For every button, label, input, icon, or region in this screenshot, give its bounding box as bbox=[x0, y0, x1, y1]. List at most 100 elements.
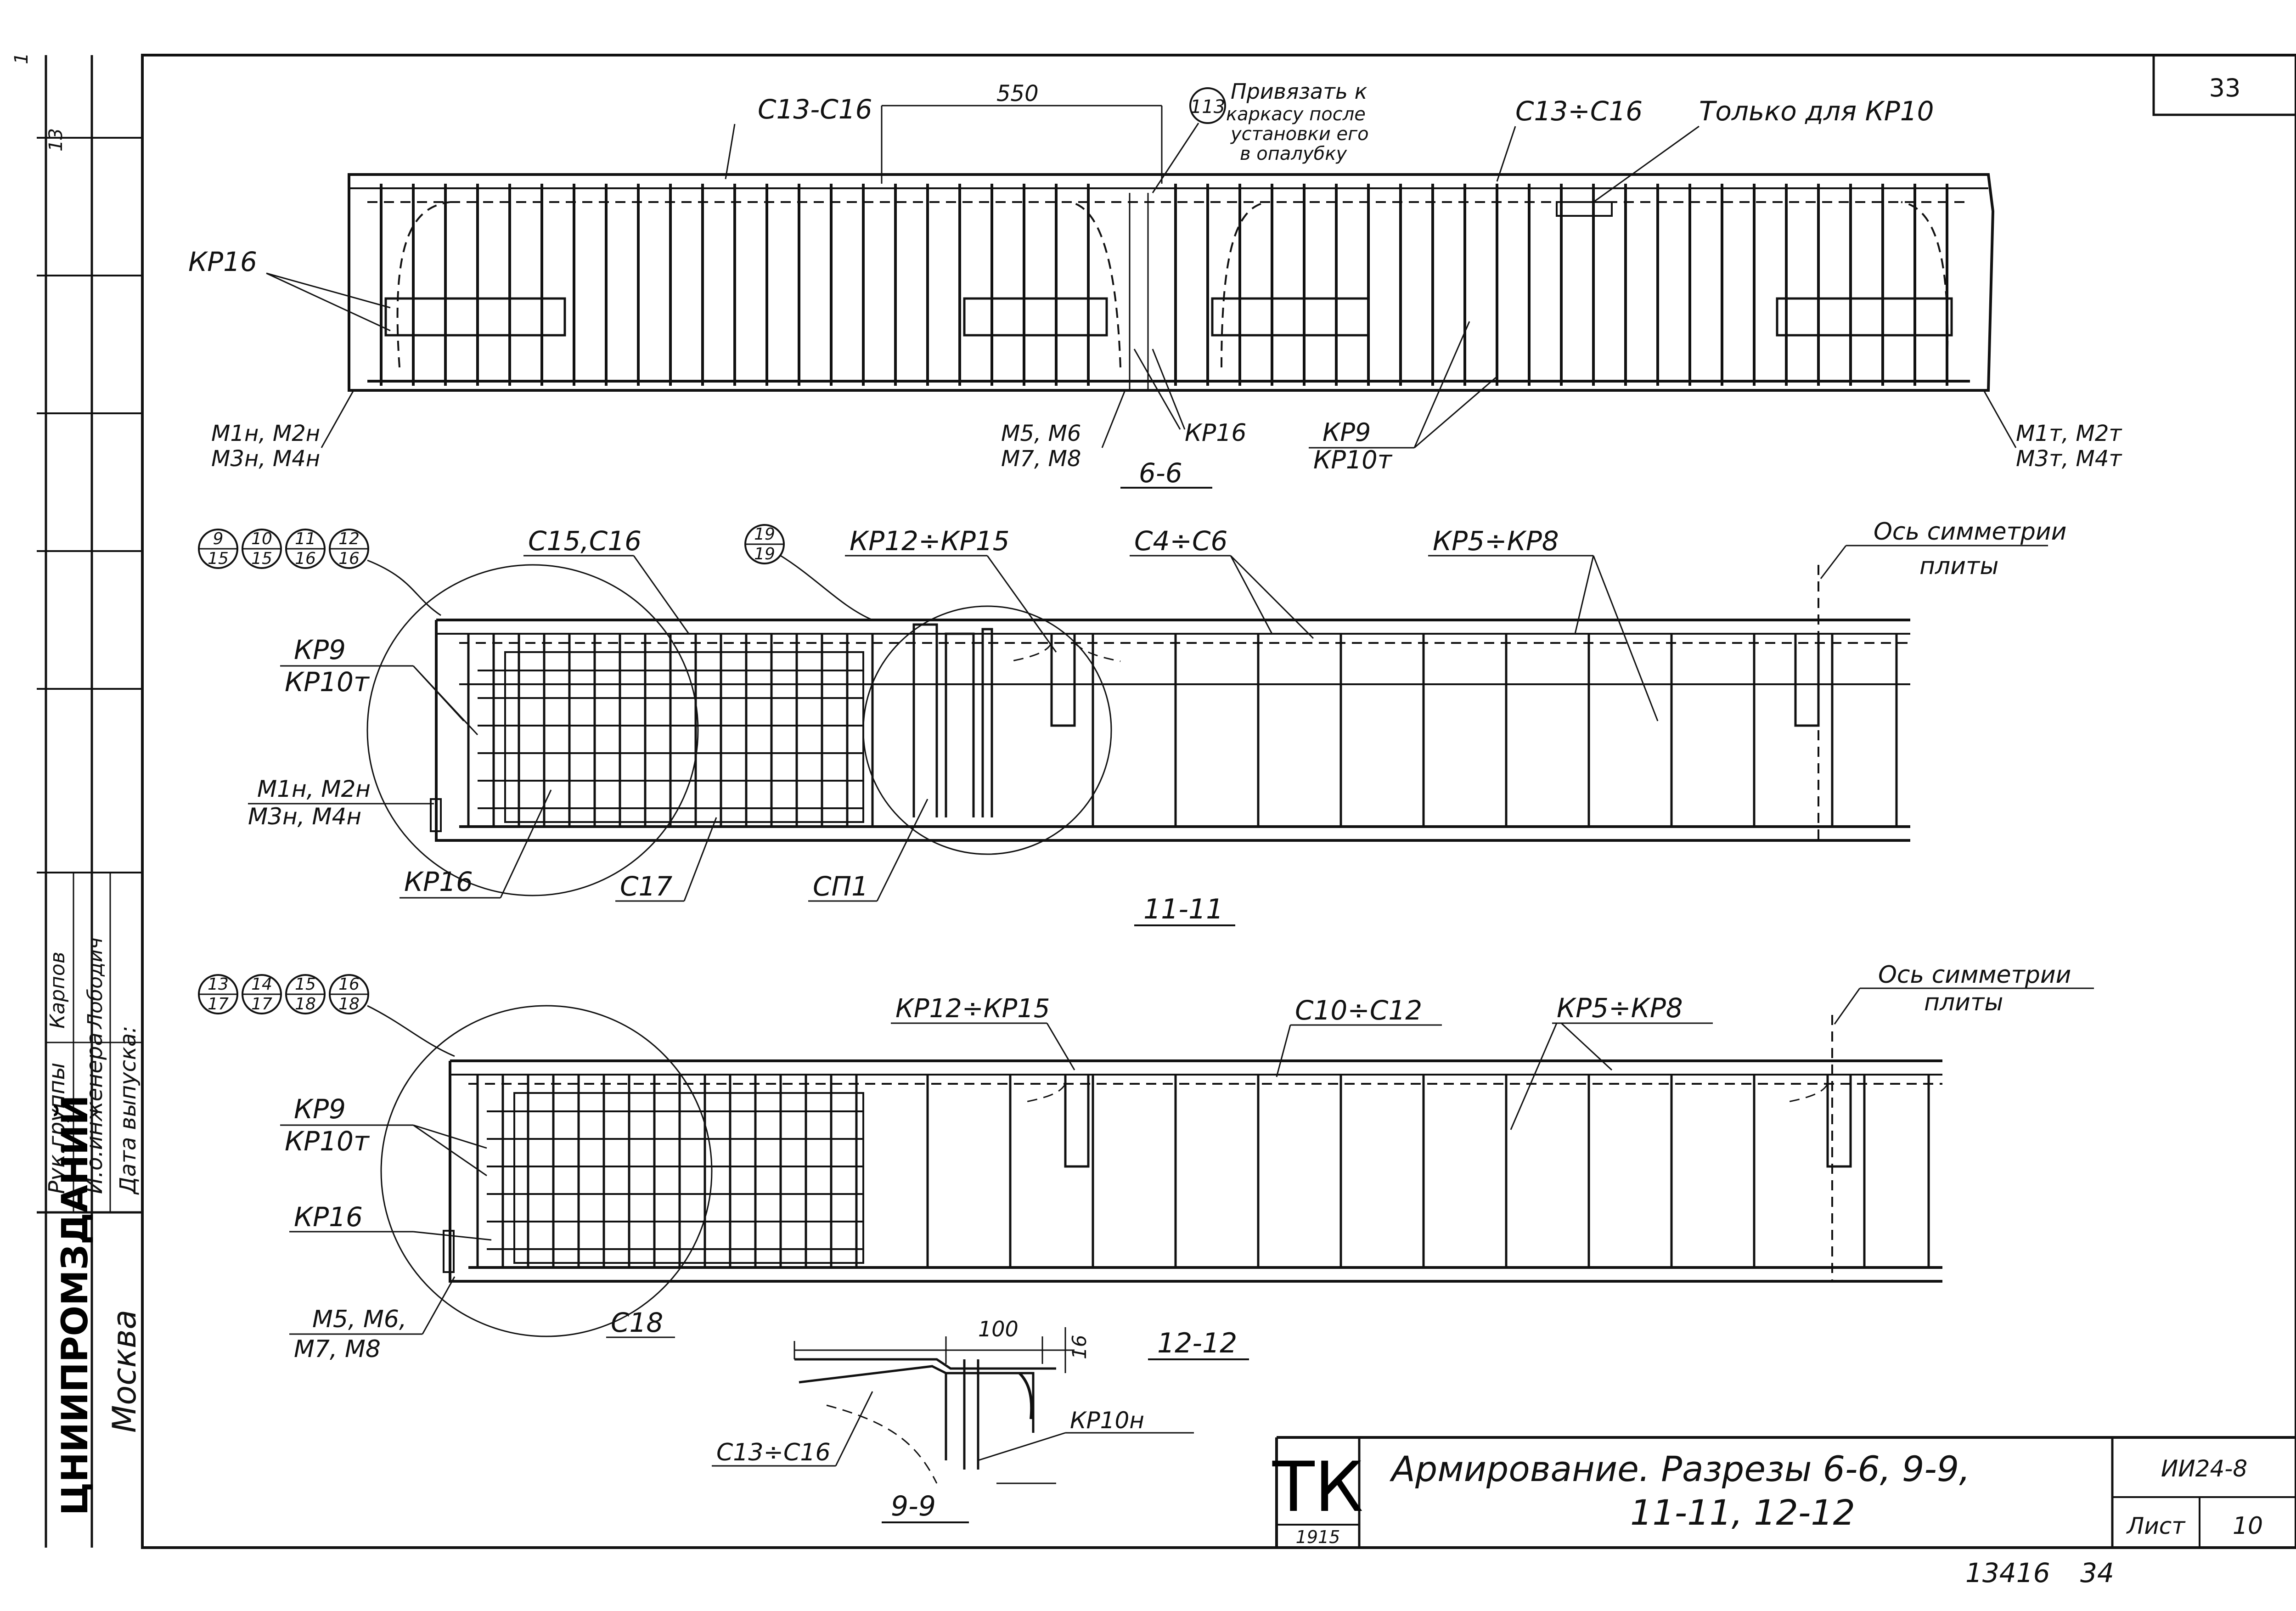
s12-node-2-top: 14 bbox=[251, 975, 272, 994]
s11-node-5-top: 19 bbox=[754, 525, 775, 544]
s12-node-circle bbox=[380, 1005, 713, 1337]
side-name-1: Карпов bbox=[46, 952, 69, 1029]
section-11-11-mesh bbox=[478, 670, 863, 809]
stamp-tk: ТК bbox=[1272, 1448, 1363, 1527]
s6-m-right-2: М3т, М4т bbox=[2016, 446, 2122, 472]
org-city: Москва bbox=[106, 1310, 143, 1433]
page-number: 33 bbox=[2209, 73, 2241, 102]
s12-node-1-top: 13 bbox=[208, 975, 229, 994]
margin-mark-1: 1 bbox=[11, 53, 32, 64]
footer-page: 34 bbox=[2080, 1557, 2114, 1588]
section-6-6-stirrups bbox=[380, 184, 1948, 386]
side-block bbox=[37, 55, 142, 1548]
s9-kr10n: КР10н bbox=[1070, 1407, 1144, 1434]
title-block bbox=[1275, 1436, 2296, 1548]
s11-node-1-bottom: 15 bbox=[208, 549, 229, 568]
section-9-9-drawing bbox=[793, 1327, 1075, 1484]
s12-title: 12-12 bbox=[1157, 1327, 1237, 1359]
s11-node-1 bbox=[198, 529, 238, 569]
s11-node-5-bottom: 19 bbox=[754, 545, 775, 563]
s11-kr5-kr8: КР5÷КР8 bbox=[1433, 525, 1559, 557]
margin-mark-2: 13 bbox=[45, 128, 67, 152]
s11-kr10t: КР10т bbox=[285, 666, 370, 698]
sheet-title-line1: Армирование. Разрезы 6-6, 9-9, bbox=[1389, 1448, 1970, 1489]
s6-note-l1: Привязать к bbox=[1231, 79, 1367, 104]
org-name: ЦНИИПРОМЗДАНИЙ bbox=[54, 1095, 96, 1515]
s11-title: 11-11 bbox=[1143, 893, 1223, 925]
s6-m-mid-2: М7, М8 bbox=[1001, 446, 1081, 472]
s6-m-mid-1: М5, М6 bbox=[1001, 421, 1081, 446]
s6-note-num: 113 bbox=[1190, 96, 1225, 118]
s12-m-2: М7, М8 bbox=[294, 1335, 381, 1363]
s11-node-4-bottom: 16 bbox=[338, 549, 360, 568]
s12-kr12-kr15: КР12÷КР15 bbox=[895, 994, 1050, 1024]
s9-title: 9-9 bbox=[891, 1490, 936, 1522]
series-code: ИИ24-8 bbox=[2161, 1455, 2247, 1482]
s12-kr5-kr8: КР5÷КР8 bbox=[1557, 992, 1683, 1024]
s6-dim-550: 550 bbox=[996, 81, 1039, 107]
footer-number: 13416 bbox=[1965, 1557, 2050, 1588]
s11-node-4 bbox=[329, 529, 369, 569]
s12-c10-c12: С10÷С12 bbox=[1295, 995, 1422, 1026]
s11-node-2 bbox=[242, 529, 282, 569]
section-12-12-drawing bbox=[380, 1005, 1942, 1337]
s6-m-left-1: М1н, М2н bbox=[211, 421, 320, 446]
s11-sp1: СП1 bbox=[813, 871, 868, 902]
s12-node-4-bottom: 18 bbox=[338, 995, 360, 1014]
s12-axis-l2: плиты bbox=[1924, 989, 2003, 1016]
s6-m-left-2: М3н, М4н bbox=[211, 446, 320, 472]
note-callout-circle bbox=[1189, 87, 1226, 124]
s11-m-2: М3н, М4н bbox=[248, 803, 361, 830]
s12-node-1-bottom: 17 bbox=[208, 995, 229, 1014]
side-row-3: Дата выпуска: bbox=[115, 1026, 141, 1195]
s11-axis-l2: плиты bbox=[1919, 552, 1998, 580]
s12-node-3 bbox=[285, 974, 326, 1014]
s12-node-3-top: 15 bbox=[295, 975, 316, 994]
s11-node-4-top: 12 bbox=[338, 529, 360, 548]
s12-node-2-bottom: 17 bbox=[251, 995, 272, 1014]
s12-c18: С18 bbox=[611, 1307, 663, 1338]
s11-node-2-top: 10 bbox=[251, 529, 272, 548]
s6-kr16-left: КР16 bbox=[188, 246, 257, 277]
page-number-box bbox=[2152, 54, 2296, 116]
s6-note-l2: каркасу после bbox=[1226, 104, 1366, 125]
s11-node-1-top: 9 bbox=[213, 529, 224, 548]
s11-kr12-kr15: КР12÷КР15 bbox=[850, 525, 1010, 557]
s11-c15-c16: С15,С16 bbox=[528, 525, 642, 557]
s6-kr16-mid: КР16 bbox=[1185, 419, 1246, 447]
s12-axis-l1: Ось симметрии bbox=[1878, 961, 2071, 989]
s12-node-4-top: 16 bbox=[338, 975, 360, 994]
sheet-label: Лист bbox=[2126, 1513, 2186, 1539]
stamp-number: 1915 bbox=[1296, 1527, 1340, 1547]
node-circle-left bbox=[366, 564, 699, 896]
s6-note-l4: в опалубку bbox=[1240, 143, 1347, 164]
sheet-number: 10 bbox=[2233, 1512, 2263, 1540]
s6-note-l3: установки его bbox=[1230, 124, 1369, 145]
section-6-6-drawing bbox=[348, 173, 1995, 392]
s12-kr16: КР16 bbox=[294, 1201, 363, 1233]
s11-node-3-bottom: 16 bbox=[295, 549, 316, 568]
s12-m-1: М5, М6, bbox=[312, 1306, 407, 1333]
s12-node-2 bbox=[242, 974, 282, 1014]
side-row-1: Рук.группы bbox=[44, 1063, 70, 1194]
s11-kr9: КР9 bbox=[294, 634, 346, 665]
side-name-2: Лободич bbox=[84, 937, 107, 1030]
s11-node-5 bbox=[744, 524, 785, 564]
s9-dim-16: 16 bbox=[1068, 1335, 1091, 1359]
s11-node-3-top: 11 bbox=[295, 529, 316, 548]
sheet-frame bbox=[141, 54, 2296, 1549]
s6-kr9: КР9 bbox=[1322, 418, 1371, 447]
s12-kr9: КР9 bbox=[294, 1093, 346, 1125]
s6-only-kr10: Только для КР10 bbox=[1699, 96, 1934, 127]
s12-node-4 bbox=[329, 974, 369, 1014]
s6-c13-c16-a: С13-С16 bbox=[758, 94, 872, 125]
s11-node-3 bbox=[285, 529, 326, 569]
s11-node-2-bottom: 15 bbox=[251, 549, 272, 568]
s12-node-3-bottom: 18 bbox=[295, 995, 316, 1014]
s12-kr10t: КР10т bbox=[285, 1126, 370, 1157]
side-row-2: И.о.инженера bbox=[82, 1032, 107, 1194]
section-11-11-stirrups bbox=[467, 634, 1898, 827]
s12-node-1 bbox=[198, 974, 238, 1014]
section-12-12-mesh bbox=[487, 1110, 863, 1250]
